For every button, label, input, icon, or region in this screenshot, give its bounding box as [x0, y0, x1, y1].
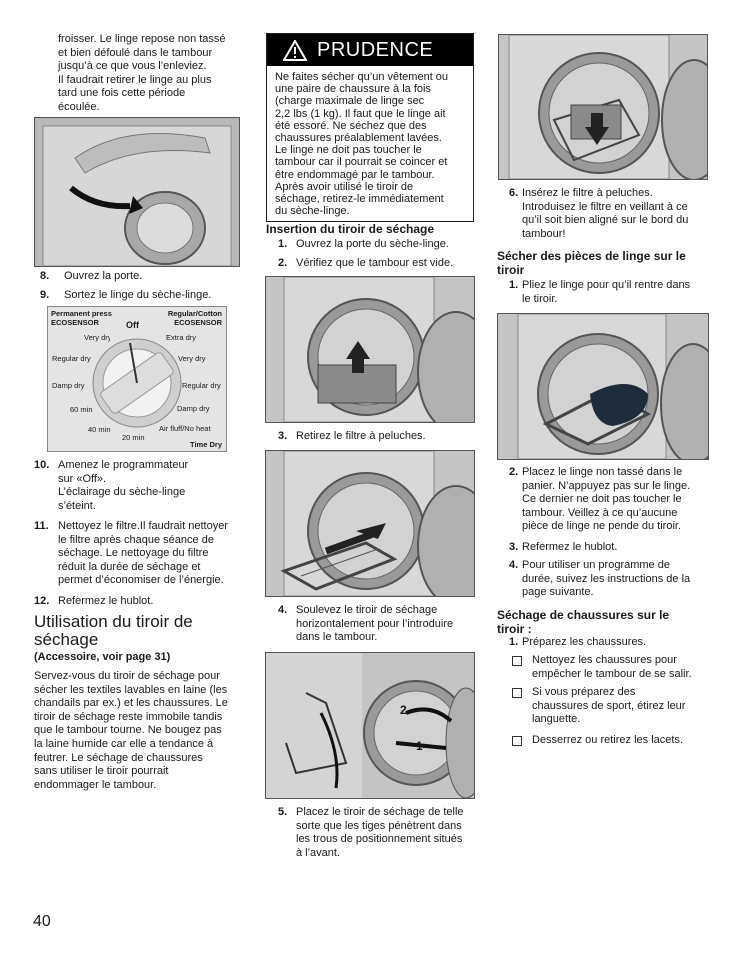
caution-text: Ne faites sécher qu’un vêtement ou une p… — [275, 71, 449, 218]
dial-left-header-1: Permanent press — [51, 309, 112, 318]
figure-label-2: 2 — [400, 703, 407, 717]
figure-label-1: 1 — [416, 739, 423, 753]
warning-icon — [283, 40, 307, 61]
dry-items-heading: Sécher des pièces de linge sur le tiroir — [497, 249, 686, 277]
dial-off-label: Off — [126, 320, 139, 330]
col1-intro: froisser. Le linge repose non tassé et b… — [58, 33, 226, 113]
checkbox-icon — [512, 656, 522, 666]
insertion-heading: Insertion du tiroir de séchage — [266, 222, 435, 236]
dial-label: Time Dry — [190, 440, 222, 449]
col1-body: Servez-vous du tiroir de séchage pour sé… — [34, 670, 228, 791]
dial-label: Damp dry — [52, 381, 85, 390]
figure-remove-filter — [265, 276, 475, 423]
dial-label: Very dry — [178, 354, 206, 363]
page-number: 40 — [33, 913, 51, 930]
dial-label: Damp dry — [177, 404, 210, 413]
dial-label: Air fluff/No heat — [159, 424, 211, 433]
section-subtitle: (Accessoire, voir page 31) — [34, 651, 171, 663]
dial-label: Regular dry — [182, 381, 221, 390]
caution-title: PRUDENCE — [317, 39, 434, 61]
caution-header: PRUDENCE — [267, 34, 473, 66]
shoes-heading: Séchage de chaussures sur le tiroir : — [497, 608, 670, 636]
dial-label: Extra dry — [166, 333, 197, 342]
dial-right-header-1: Regular/Cotton — [167, 309, 222, 318]
program-dial-figure: Permanent press ECOSENSOR Regular/Cotton… — [47, 306, 227, 452]
dial-right-header-2: ECOSENSOR — [174, 318, 222, 327]
figure-position-rack: 2 1 — [265, 652, 475, 799]
dial-label: Regular dry — [52, 354, 91, 363]
checkbox-icon — [512, 688, 522, 698]
caution-box: PRUDENCE Ne faites sécher qu’un vêtement… — [266, 33, 474, 222]
dial-label: 40 min — [88, 425, 111, 434]
figure-open-door — [34, 117, 240, 267]
dial-left-header-2: ECOSENSOR — [51, 318, 99, 327]
dial-label: 60 min — [70, 405, 93, 414]
checkbox-icon — [512, 736, 522, 746]
figure-insert-filter — [498, 34, 708, 180]
dial-label: 20 min — [122, 433, 145, 442]
figure-lift-rack — [265, 450, 475, 597]
dial-label: Very dry — [84, 333, 110, 342]
figure-laundry-on-rack — [497, 313, 709, 460]
section-title: Utilisation du tiroir de séchage — [34, 612, 193, 649]
